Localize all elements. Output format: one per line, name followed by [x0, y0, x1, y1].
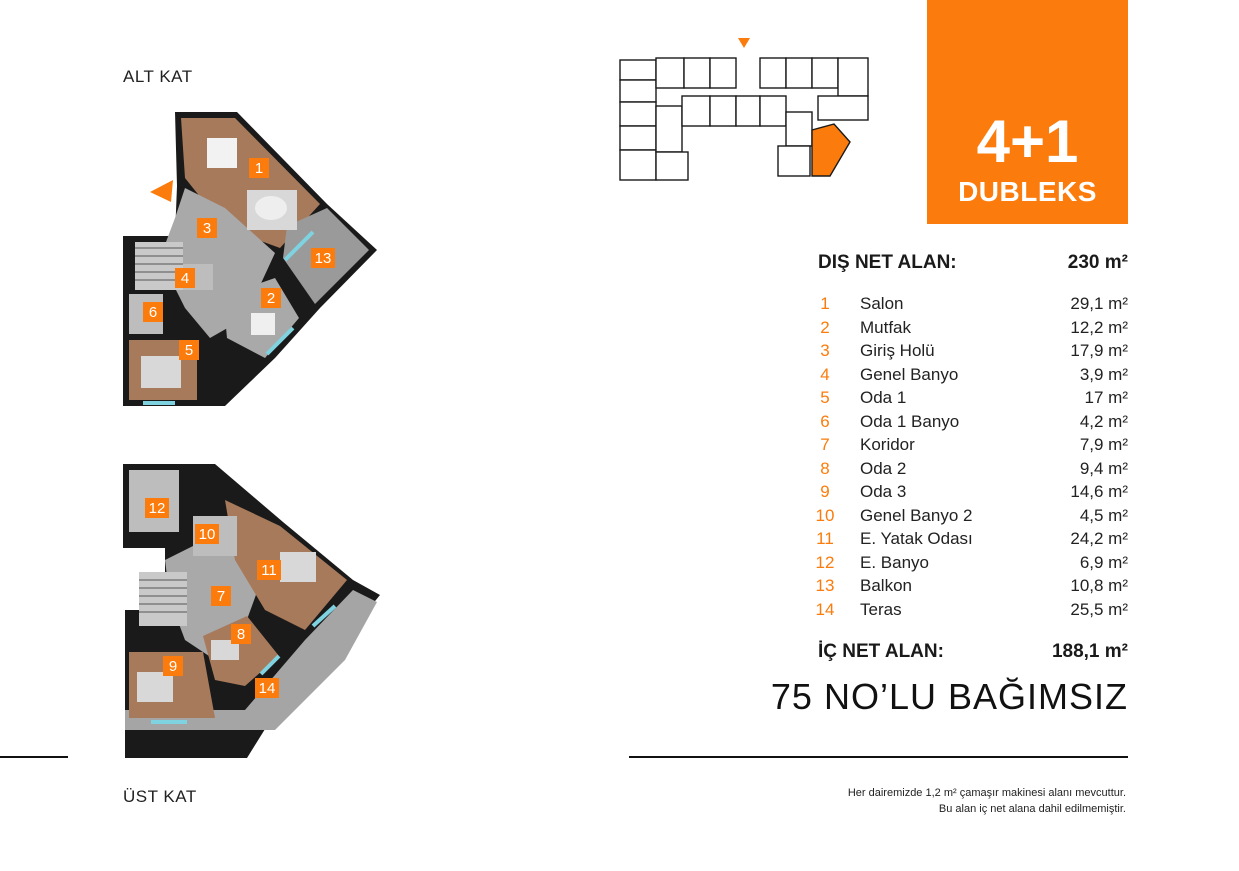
unit-highlight — [811, 123, 851, 177]
room-tag-12: 12 — [145, 498, 169, 518]
outer-area-label: DIŞ NET ALAN: — [818, 252, 957, 273]
divider-left — [0, 756, 68, 758]
svg-text:2: 2 — [267, 290, 275, 307]
svg-text:7: 7 — [217, 588, 225, 605]
inner-area-label: İÇ NET ALAN: — [818, 641, 944, 662]
upper-floor-plan: 12 10 11 7 8 9 14 — [123, 464, 380, 758]
entrance-arrow-icon — [150, 180, 173, 202]
svg-text:4: 4 — [181, 270, 189, 287]
outer-area-row: DIŞ NET ALAN: 230 m² — [818, 252, 1128, 276]
svg-text:10: 10 — [199, 526, 216, 543]
room-tag-9: 9 — [163, 656, 183, 676]
room-tag-4: 4 — [175, 268, 195, 288]
svg-text:3: 3 — [203, 220, 211, 237]
room-tag-2: 2 — [261, 288, 281, 308]
lower-floor-plan: 1 3 13 4 2 6 5 — [123, 112, 377, 406]
footnote-line-1: Her dairemizde 1,2 m² çamaşır makinesi a… — [847, 787, 1126, 799]
room-tag-10: 10 — [195, 524, 219, 544]
svg-text:11: 11 — [261, 562, 277, 579]
footnote: Her dairemizde 1,2 m² çamaşır makinesi a… — [706, 785, 1126, 817]
room-tag-8: 8 — [231, 624, 251, 644]
outer-area-value: 230 m² — [1067, 252, 1128, 273]
room-tag-3: 3 — [197, 218, 217, 238]
svg-text:1: 1 — [255, 160, 263, 177]
unit-subtype: DUBLEKS — [958, 176, 1097, 207]
divider-right — [629, 756, 1128, 758]
svg-text:6: 6 — [149, 304, 157, 321]
room-tag-11: 11 — [257, 560, 281, 580]
unit-type: 4+1 — [976, 108, 1079, 175]
room-tag-13: 13 — [311, 248, 335, 268]
svg-text:5: 5 — [185, 342, 193, 359]
room-tag-5: 5 — [179, 340, 199, 360]
unit-title: 75 NO’LU BAĞIMSIZ — [770, 676, 1128, 717]
lower-floor-label: ALT KAT — [123, 67, 193, 86]
orientation-arrow-icon — [738, 38, 750, 48]
footnote-line-2: Bu alan iç net alana dahil edilmemiştir. — [938, 803, 1126, 815]
svg-text:12: 12 — [149, 500, 166, 517]
room-tag-14: 14 — [255, 678, 279, 698]
svg-text:13: 13 — [315, 250, 332, 267]
inner-area-value: 188,1 m² — [1051, 641, 1128, 662]
unit-type-badge: 4+1 DUBLEKS — [927, 0, 1128, 224]
svg-text:9: 9 — [169, 658, 177, 675]
building-key-plan — [619, 38, 869, 181]
room-tag-7: 7 — [211, 586, 231, 606]
room-tag-6: 6 — [143, 302, 163, 322]
svg-text:8: 8 — [237, 626, 245, 643]
inner-area-row: İÇ NET ALAN: 188,1 m² — [818, 641, 1128, 665]
upper-floor-label: ÜST KAT — [123, 787, 197, 806]
room-tag-1: 1 — [249, 158, 269, 178]
svg-text:14: 14 — [259, 680, 276, 697]
